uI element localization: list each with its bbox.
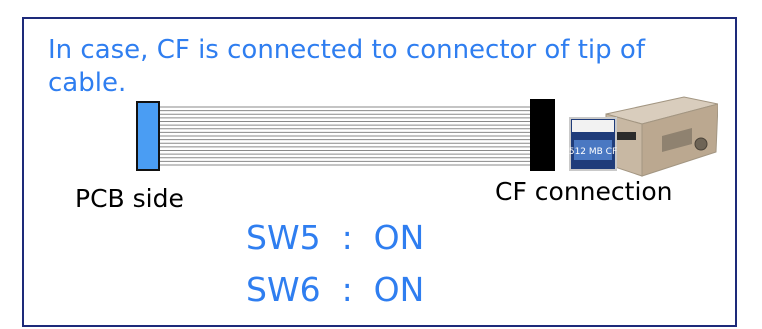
sw6-name: SW6 [246,270,321,309]
sw5-state: ON [373,218,425,257]
sw5-name: SW5 [246,218,321,257]
ribbon-cable-icon [160,106,530,166]
cf-card-reader-icon: 512 MB CF [569,96,718,177]
sw6-state: ON [373,270,425,309]
sw6-separator: : [341,270,353,309]
cf-connection-label: CF connection [495,177,673,206]
sw6-status: SW6 : ON [246,270,424,309]
diagram-heading: In case, CF is connected to connector of… [48,35,645,98]
pcb-connector [136,101,160,171]
sw5-status: SW5 : ON [246,218,424,257]
cf-connector [530,99,555,171]
pcb-side-label: PCB side [75,184,184,213]
cf-card-label: 512 MB CF [569,147,617,157]
diagram-frame [22,17,737,327]
sw5-separator: : [341,218,353,257]
